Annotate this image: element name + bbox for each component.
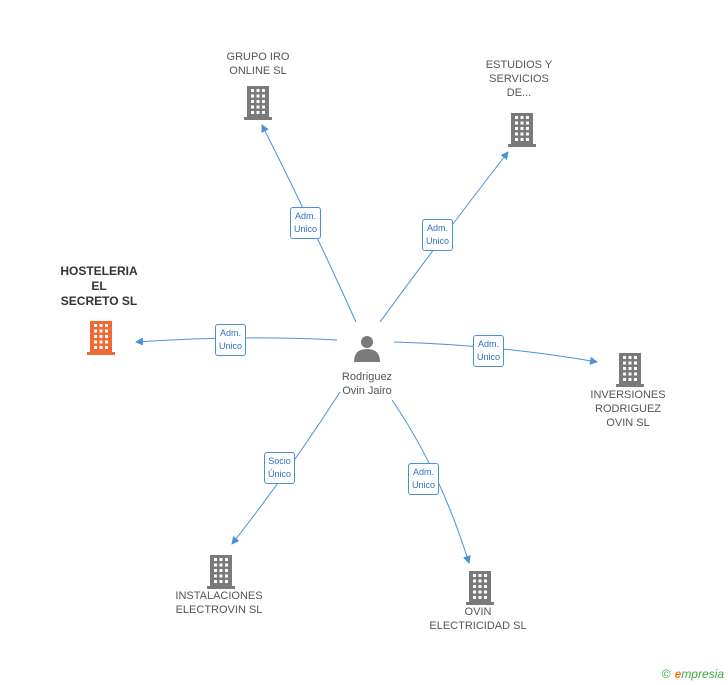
- building-icon: [466, 571, 494, 605]
- relation-badge-instalaciones: Socio Único: [264, 452, 296, 484]
- building-icon: [207, 555, 235, 589]
- company-label-inversiones[interactable]: INVERSIONES RODRIGUEZ OVIN SL: [590, 389, 666, 429]
- relation-badge-grupo-iro: Adm. Unico: [290, 207, 322, 239]
- company-label-estudios[interactable]: ESTUDIOS Y SERVICIOS DE...: [485, 59, 553, 99]
- relation-badge-ovin: Adm. Unico: [408, 463, 440, 495]
- person-label[interactable]: Rodriguez Ovin Jairo: [341, 371, 393, 397]
- copyright-symbol: ©: [661, 667, 671, 681]
- company-label-hosteleria[interactable]: HOSTELERIA EL SECRETO SL: [60, 264, 138, 308]
- company-label-grupo-iro[interactable]: GRUPO IRO ONLINE SL: [226, 51, 290, 77]
- company-label-ovin[interactable]: OVIN ELECTRICIDAD SL: [429, 606, 527, 632]
- building-icon: [87, 321, 115, 355]
- brand-name: mpresia: [681, 667, 724, 681]
- building-icon: [616, 353, 644, 387]
- building-icon: [244, 86, 272, 120]
- brand-initial: e: [674, 667, 682, 681]
- relation-badge-estudios: Adm. Unico: [422, 219, 454, 251]
- relation-badge-hosteleria: Adm. Unico: [215, 324, 247, 356]
- building-icon: [508, 113, 536, 147]
- person-icon: [354, 336, 380, 362]
- empresia-logo: ©empresia: [662, 667, 724, 681]
- relation-badge-inversiones: Adm. Unico: [473, 335, 505, 367]
- company-label-instalaciones[interactable]: INSTALACIONES ELECTROVIN SL: [175, 590, 263, 616]
